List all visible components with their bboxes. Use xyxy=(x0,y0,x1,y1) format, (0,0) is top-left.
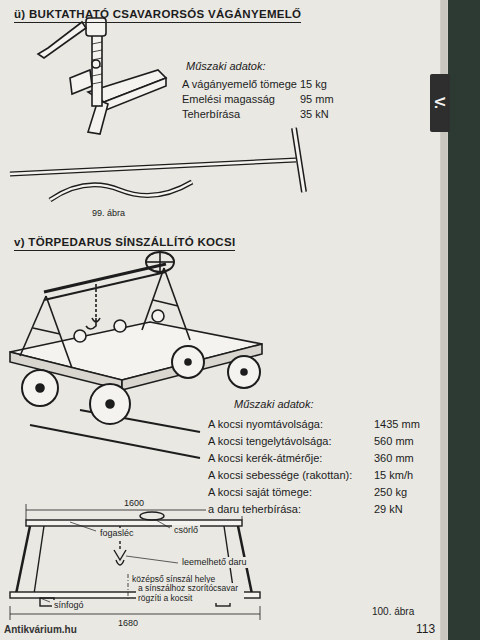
spec-heading: Műszaki adatok: xyxy=(232,398,315,411)
part-label: csörlő xyxy=(172,525,200,536)
spec-value: 1435 mm xyxy=(372,418,422,431)
spec-value: 95 mm xyxy=(300,93,334,106)
figure-number: 100. ábra xyxy=(372,606,414,618)
spec-heading: Műszaki adatok: xyxy=(186,60,265,73)
spec-label: a daru teherbírása: xyxy=(206,503,303,516)
trolley-side-view xyxy=(10,504,260,620)
chapter-number: V. xyxy=(432,97,448,109)
spec-label: A kocsi kerék-átmérője: xyxy=(206,452,324,465)
part-label: leemelhető daru xyxy=(180,557,249,568)
dimension: 1680 xyxy=(116,618,140,629)
spec-value: 250 kg xyxy=(372,486,409,499)
spec-label: A kocsi nyomtávolsága: xyxy=(206,418,325,431)
spec-value: 29 kN xyxy=(372,503,405,516)
part-label: sínfogó xyxy=(52,600,86,611)
track-jack xyxy=(38,18,166,134)
book-spine xyxy=(448,0,480,640)
lever-bar xyxy=(10,128,304,200)
watermark: Antikvárium.hu xyxy=(4,624,77,636)
section-heading: v) TÖRPEDARUS SÍNSZÁLLÍTÓ KOCSI xyxy=(14,236,235,251)
spec-value: 35 kN xyxy=(300,108,329,121)
spec-label: A kocsi tengelytávolsága: xyxy=(206,435,334,448)
note: a sínszálhoz szorítócsavar rögzíti a koc… xyxy=(136,583,244,603)
spec-label: A kocsi sebessége (rakottan): xyxy=(206,469,354,482)
spec-value: 15 km/h xyxy=(372,469,415,482)
spec-label: A kocsi saját tömege: xyxy=(206,486,314,499)
spec-label: Emelési magasság xyxy=(182,93,275,106)
dimension: 1600 xyxy=(122,498,146,509)
spec-value: 560 mm xyxy=(372,435,416,448)
spec-label: A vágányemelő tömege xyxy=(182,78,297,91)
chapter-tab: V. xyxy=(430,74,450,132)
spec-label: Teherbírása xyxy=(182,108,240,121)
spec-value: 15 kg xyxy=(300,78,327,91)
spec-value: 360 mm xyxy=(372,452,416,465)
figure-number: 99. ábra xyxy=(92,208,125,219)
page-number: 113 xyxy=(416,622,435,636)
part-label: fogasléc xyxy=(98,528,136,539)
section-heading: ü) BUKTATHATÓ CSAVARORSÓS VÁGÁNYEMELŐ xyxy=(14,8,301,23)
